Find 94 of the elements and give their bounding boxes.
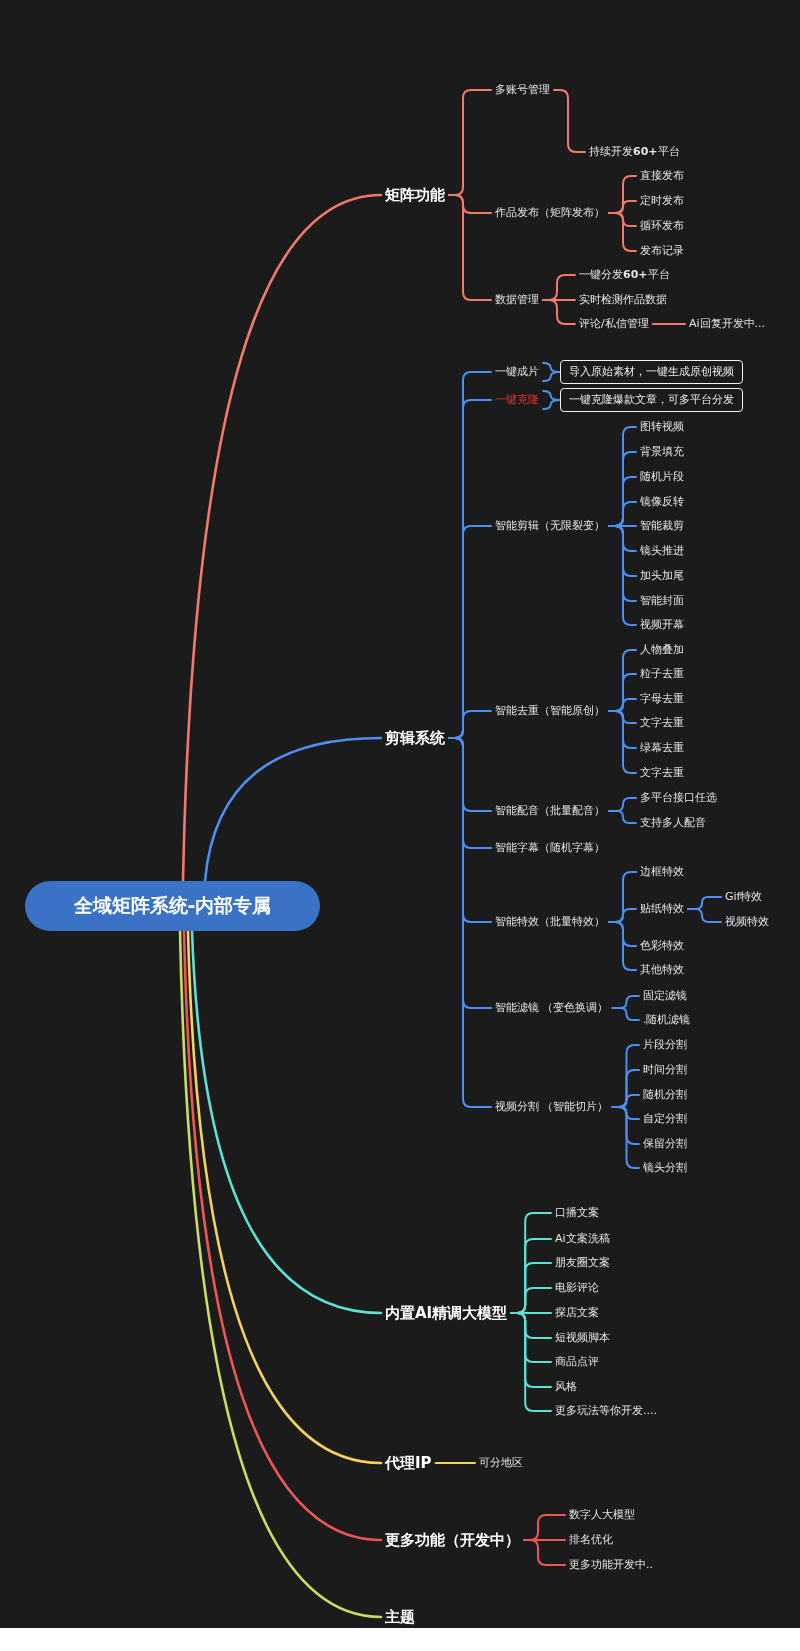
leaf-topic-label: 商品点评 — [551, 1352, 603, 1372]
branch-line — [608, 710, 637, 774]
leaf-topic-label: 人物叠加 — [636, 640, 688, 660]
leaf-topic-label: 朋友圈文案 — [551, 1253, 614, 1273]
leaf-topic-label: 其他特效 — [636, 960, 688, 980]
leaf-topic-label: 评论/私信管理 — [575, 314, 653, 334]
leaf-topic-label: 数字人大模型 — [565, 1505, 639, 1525]
subtopic-label: 智能配音（批量配音） — [491, 801, 609, 821]
leaf-topic-label: 更多功能开发中.. — [565, 1555, 657, 1575]
main-topic-label: 代理IP — [381, 1451, 436, 1475]
leaf-topic-label: 持续开发60+平台 — [585, 142, 684, 162]
leaf-topic-label: 实时检测作品数据 — [575, 290, 671, 310]
subtopic-label: 数据管理 — [491, 290, 543, 310]
subtopic-label: 多账号管理 — [491, 80, 554, 100]
leaf-topic-label: 口播文案 — [551, 1203, 603, 1223]
leaf-topic-label: 镜像反转 — [636, 492, 688, 512]
curly-brace-connector — [542, 390, 561, 410]
branch-line — [190, 929, 383, 1315]
leaf-topic-label: 探店文案 — [551, 1303, 603, 1323]
leaf-topic-label: 背景填充 — [636, 442, 688, 462]
branch-line — [687, 908, 722, 923]
leaf-topic-label: 可分地区 — [475, 1453, 527, 1473]
leaf-topic-label: 随机分割 — [639, 1085, 691, 1105]
leaf-topic-label: 边框特效 — [636, 862, 688, 882]
main-topic-label: 内置AI精调大模型 — [381, 1301, 512, 1325]
curly-brace-connector — [542, 362, 561, 382]
leaf-topic-label: 智能封面 — [636, 591, 688, 611]
leaf-topic-label: 镜头分割 — [639, 1158, 691, 1178]
subtopic-label: 智能去重（智能原创） — [491, 701, 609, 721]
leaf-topic-label: 保留分割 — [639, 1134, 691, 1154]
leaf-topic-label: 固定滤镜 — [639, 986, 691, 1006]
branch-line — [608, 525, 637, 626]
leaf-topic-label: 直接发布 — [636, 166, 688, 186]
leaf-topic-label: 粒子去重 — [636, 664, 688, 684]
leaf-topic-label: 文字去重 — [636, 713, 688, 733]
leaf-topic-label: 随机片段 — [636, 467, 688, 487]
branch-line — [608, 212, 637, 252]
subtopic-label: 一键成片 — [491, 362, 543, 382]
branch-line — [542, 299, 576, 325]
leaf-topic-label: 一键分发60+平台 — [575, 265, 674, 285]
leaf-topic-label: 排名优化 — [565, 1530, 617, 1550]
leaf-topic-label: Gif特效 — [721, 887, 767, 907]
leaf-topic-label: 多平台接口任选 — [636, 788, 721, 808]
branch-line — [608, 921, 637, 971]
leaf-topic-label: 加头加尾 — [636, 566, 688, 586]
leaf-topic-label: 文字去重 — [636, 763, 688, 783]
leaf-topic-label: 自定分割 — [639, 1109, 691, 1129]
subtopic-label: 智能滤镜 （变色换调） — [491, 998, 613, 1018]
main-topic-label: 主题 — [381, 1605, 419, 1628]
subtopic-label: 视频分割 （智能切片） — [491, 1097, 613, 1117]
branch-line — [608, 810, 637, 824]
central-topic: 全域矩阵系统-内部专属 — [25, 881, 320, 931]
leaf-topic-label: 视频特效 — [721, 912, 773, 932]
leaf-topic-label: 字母去重 — [636, 689, 688, 709]
branch-line — [651, 323, 686, 325]
leaf-topic-label: 发布记录 — [636, 241, 688, 261]
leaf-topic-label: 电影评论 — [551, 1278, 603, 1298]
leaf-topic-label: 循环发布 — [636, 216, 688, 236]
branch-line — [611, 1007, 640, 1021]
branch-line — [523, 1539, 566, 1566]
leaf-topic-label: 色彩特效 — [636, 936, 688, 956]
leaf-topic-label: 短视频脚本 — [551, 1328, 614, 1348]
branch-line — [510, 1312, 552, 1412]
leaf-topic-label: 时间分割 — [639, 1060, 691, 1080]
leaf-topic-label: .随机滤镜 — [639, 1010, 695, 1030]
leaf-topic-label: 智能裁剪 — [636, 516, 688, 536]
leaf-topic-label: 支持多人配音 — [636, 813, 710, 833]
leaf-topic-label: 定时发布 — [636, 191, 688, 211]
main-topic-label: 矩阵功能 — [381, 183, 449, 207]
subtopic-label: 一键克隆 — [491, 390, 543, 410]
leaf-topic-label: 更多玩法等你开发.... — [551, 1401, 661, 1421]
branch-line — [181, 193, 383, 883]
leaf-topic-label: 视频开幕 — [636, 615, 688, 635]
leaf-topic-label: 风格 — [551, 1377, 581, 1397]
branch-line — [611, 1106, 640, 1169]
subtopic-label: 智能字幕（随机字幕） — [491, 838, 609, 858]
leaf-topic-label: 片段分割 — [639, 1035, 691, 1055]
subtopic-label: 智能特效（批量特效） — [491, 912, 609, 932]
main-topic-label: 剪辑系统 — [381, 726, 449, 750]
description-card: 导入原始素材，一键生成原创视频 — [560, 360, 743, 384]
branch-line — [448, 194, 492, 301]
branch-line — [448, 737, 492, 1108]
leaf-topic-label: 镜头推进 — [636, 541, 688, 561]
leaf-topic-label: 贴纸特效 — [636, 899, 688, 919]
leaf-topic-label: 绿幕去重 — [636, 738, 688, 758]
leaf-topic-label: 图转视频 — [636, 417, 688, 437]
main-topic-label: 更多功能（开发中） — [381, 1528, 524, 1552]
leaf-topic-label: Ai回复开发中... — [685, 314, 770, 334]
subtopic-label: 作品发布（矩阵发布） — [491, 203, 609, 223]
leaf-topic-label: Ai文案洗稿 — [551, 1229, 614, 1249]
branch-line — [203, 736, 383, 883]
subtopic-label: 智能剪辑（无限裂变） — [491, 516, 609, 536]
description-card: 一键克隆爆款文章，可多平台分发 — [560, 388, 743, 412]
branch-line — [434, 1462, 476, 1464]
